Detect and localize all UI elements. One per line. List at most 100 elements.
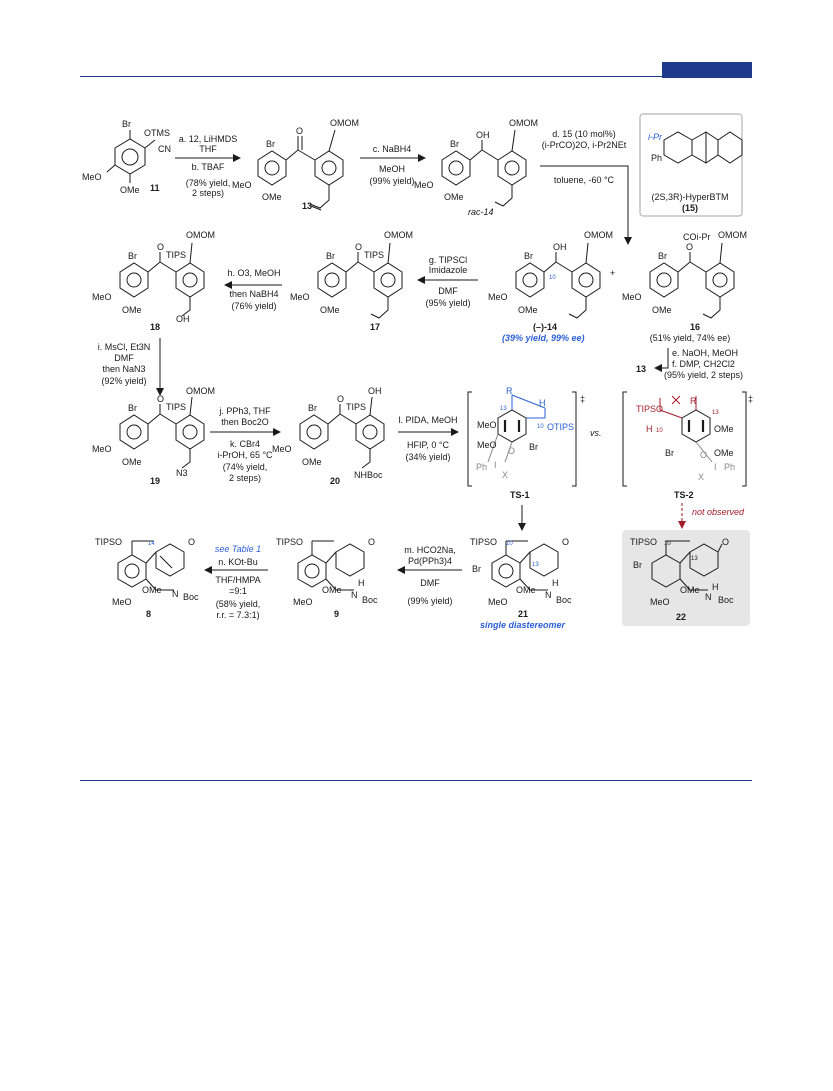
compound-20-label: 20 (330, 476, 340, 486)
compound-16-coipr: COi-Pr (683, 232, 711, 242)
compound-18-label: 18 (150, 322, 160, 332)
compound-17-ome: OMe (320, 305, 340, 315)
ts1-r: R (506, 386, 513, 396)
ts2-bracket-left (622, 391, 627, 487)
compound-21-label: 21 (518, 609, 528, 619)
step-j-line2: then Boc2O (221, 417, 269, 427)
compound-20-o: O (337, 394, 344, 404)
compound-13-o: O (296, 126, 303, 136)
rac14-oh: OH (476, 130, 490, 140)
compound-18-oh: OH (176, 314, 190, 324)
step-n-line4: (58% yield, (216, 599, 261, 609)
compound-21-structure (491, 540, 559, 591)
compound-18-br: Br (128, 251, 137, 261)
compound-20-nhboc: NHBoc (354, 470, 383, 480)
compound-16-omom: OMOM (718, 230, 747, 240)
compound-11-ome: OMe (120, 185, 140, 195)
header-rule (80, 76, 752, 77)
compound-8-o: O (188, 537, 195, 547)
see-table-1: see Table 1 (215, 544, 261, 554)
ts2-tipso: TIPSO (636, 404, 663, 414)
compound-21-o: O (562, 537, 569, 547)
compound-11-cn: CN (158, 144, 171, 154)
compound-21-boc: Boc (556, 595, 572, 605)
compound-8-label: 8 (146, 609, 151, 619)
compound-21-meo: MeO (488, 597, 508, 607)
compound-17-o: O (355, 242, 362, 252)
compound-8-tipso: TIPSO (95, 537, 122, 547)
step-l-line1: l. PIDA, MeOH (398, 415, 457, 425)
compound-22-structure (651, 540, 723, 591)
compound-20-ome: OMe (302, 457, 322, 467)
compound-8-ome: OMe (142, 585, 162, 595)
compound-22-meo: MeO (650, 597, 670, 607)
arrow-step-ef (654, 348, 669, 372)
compound-22-ome: OMe (680, 585, 700, 595)
compound-18-ome: OMe (122, 305, 142, 315)
ts1-c10: 10 (537, 424, 544, 430)
compound-9-boc: Boc (362, 595, 378, 605)
step-k-line2: i-PrOH, 65 °C (217, 450, 273, 460)
compound-20-br: Br (308, 403, 317, 413)
ts1-c13: 13 (500, 406, 507, 412)
step-g-line3: DMF (438, 286, 458, 296)
compound-17-label: 17 (370, 322, 380, 332)
compound-13-structure (257, 129, 344, 211)
compound-9-label: 9 (334, 609, 339, 619)
ts2-o: O (700, 450, 707, 460)
ts2-ome1: OMe (714, 424, 734, 434)
compound-19-ome: OMe (122, 457, 142, 467)
ts1-h: H (539, 398, 546, 408)
compound-8-c14: 14 (148, 541, 155, 547)
compound-22-n: N (705, 592, 712, 602)
ts1-ph: Ph (476, 462, 487, 472)
step-i-line2: DMF (114, 353, 134, 363)
ts1-meo2: MeO (477, 440, 497, 450)
ts2-ph: Ph (724, 462, 735, 472)
ts2-h: H (646, 424, 653, 434)
compound-18-o: O (157, 242, 164, 252)
compound-13-omom: OMOM (330, 118, 359, 128)
compound-9-o: O (368, 537, 375, 547)
ts2-br: Br (665, 448, 674, 458)
vs-label: vs. (590, 428, 602, 438)
step-h-line1: h. O3, MeOH (227, 268, 280, 278)
step-i-line4: (92% yield) (101, 376, 146, 386)
single-diastereomer-label: single diastereomer (480, 620, 566, 630)
catalyst-name: (2S,3R)-HyperBTM (651, 192, 728, 202)
step-g-line1: g. TIPSCl (429, 255, 467, 265)
compound-rac14-label: rac-14 (468, 207, 494, 217)
ts1-i: I (494, 460, 497, 470)
compound-13-br: Br (266, 139, 275, 149)
step-j-line1: j. PPh3, THF (218, 406, 271, 416)
step-l-line2: HFIP, 0 °C (407, 440, 449, 450)
step-b-line1: b. TBAF (192, 162, 225, 172)
ts1-br: Br (529, 442, 538, 452)
compound-17-omom: OMOM (384, 230, 413, 240)
step-n-line5: r.r. = 7.3:1) (216, 610, 259, 620)
step-c-line1: c. NaBH4 (373, 144, 412, 154)
ts2-x: X (698, 472, 704, 482)
step-a-line1: a. 12, LiHMDS (179, 134, 238, 144)
compound-9-h: H (358, 578, 365, 588)
ts1-meo1: MeO (477, 420, 497, 430)
compound-11-label: 11 (150, 183, 160, 193)
compound-13-meo: MeO (232, 180, 252, 190)
step-f-line: f. DMP, CH2Cl2 (672, 359, 735, 369)
compound-9-tipso: TIPSO (276, 537, 303, 547)
compound-8-boc: Boc (183, 592, 199, 602)
compound-22-c13: 13 (691, 556, 698, 562)
compound-14-label: (–)-14 (533, 322, 557, 332)
step-c-line2: MeOH (379, 164, 405, 174)
ts2-i: I (714, 462, 717, 472)
step-ef-yield: (95% yield, 2 steps) (664, 370, 743, 380)
step-m-line2: Pd(PPh3)4 (408, 556, 452, 566)
compound-14-meo: MeO (488, 292, 508, 302)
compound-16-meo: MeO (622, 292, 642, 302)
catalyst-ipr: i-Pr (648, 132, 663, 142)
compound-16-yield: (51% yield, 74% ee) (650, 333, 731, 343)
compound-21-br: Br (472, 564, 481, 574)
footer-rule (80, 780, 752, 781)
compound-21-ome: OMe (516, 585, 536, 595)
compound-19-meo: MeO (92, 444, 112, 454)
